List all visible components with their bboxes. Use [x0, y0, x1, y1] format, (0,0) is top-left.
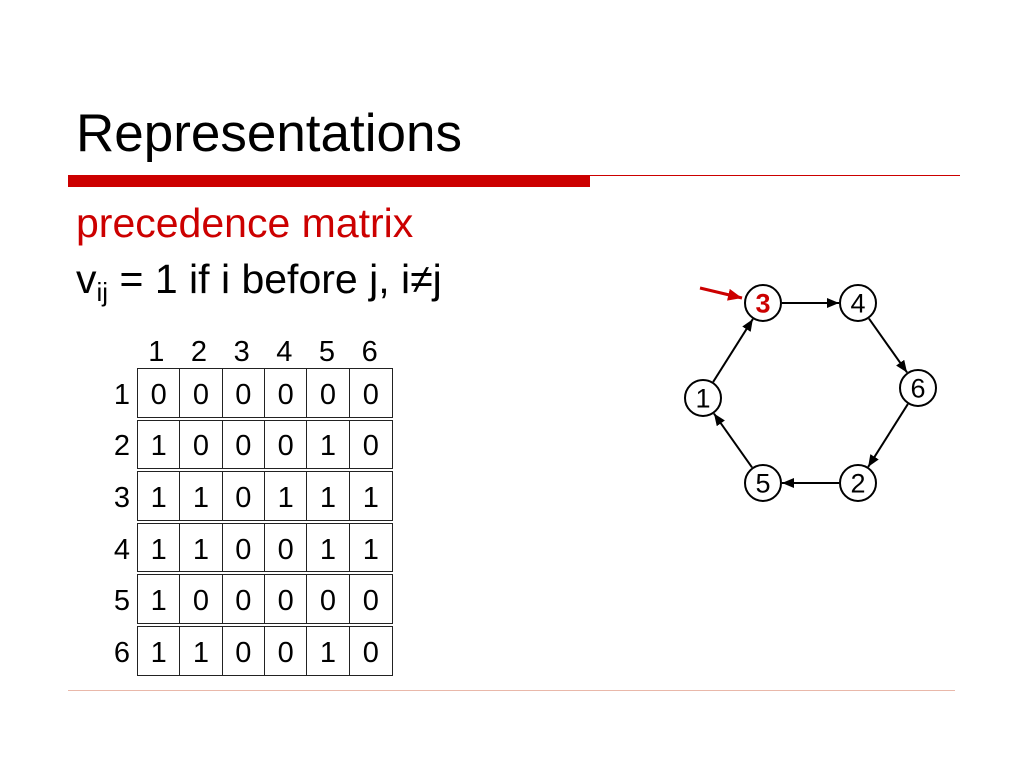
matrix-cell: 1: [307, 420, 350, 469]
matrix-cell: 1: [307, 472, 350, 520]
matrix-cell: 0: [138, 369, 181, 417]
matrix-cell: 0: [223, 472, 265, 520]
matrix-cell: 0: [307, 369, 350, 417]
matrix-cell: 1: [362, 533, 379, 566]
matrix-row: 1 0 0 0 0 0: [137, 574, 393, 624]
matrix-cell: 1: [307, 523, 350, 572]
matrix-cell: 0: [180, 420, 223, 469]
matrix-cell: 0: [362, 378, 379, 411]
title-underline-rule: [590, 175, 960, 176]
node-label: 3: [755, 289, 770, 319]
graph-node: 5: [744, 464, 782, 502]
matrix-column-header: 4: [276, 336, 293, 368]
matrix-column-headers: 1 2 3 4 5 6: [135, 334, 391, 370]
matrix-cell: 1: [138, 626, 181, 675]
matrix-cell: 0: [180, 369, 223, 417]
matrix-cell: 0: [265, 420, 308, 469]
node-circle: [744, 464, 782, 502]
graph-node: 1: [684, 379, 722, 417]
matrix-row: 0 0 0 0 0 0: [137, 368, 393, 418]
matrix-column-header: 2: [190, 336, 208, 368]
graph-node: 4: [839, 284, 877, 322]
matrix-cell: 0: [307, 575, 350, 623]
matrix-column-header: 3: [233, 336, 250, 368]
matrix-cell: 0: [265, 523, 308, 572]
matrix-column-header: 6: [361, 336, 378, 368]
node-label: 6: [910, 374, 925, 404]
matrix-row-header: 5: [113, 585, 130, 618]
precedence-matrix: 0 0 0 0 0 0 1 0 0 0 1 0 1 1 0 1 1 1 1 1 …: [137, 368, 393, 676]
edge-arrow: [868, 317, 908, 374]
matrix-cell: 1: [138, 472, 181, 520]
matrix-cell: 0: [362, 585, 379, 618]
node-circle: [839, 464, 877, 502]
title-underline-bar: [68, 175, 590, 187]
node-circle: [899, 369, 937, 407]
graph-node: 2: [839, 464, 877, 502]
matrix-cell: 0: [223, 523, 265, 572]
matrix-cell: 0: [223, 575, 265, 623]
matrix-cell: 0: [265, 575, 308, 623]
matrix-cell: 1: [138, 523, 181, 572]
matrix-cell: 0: [223, 626, 265, 675]
matrix-cell: 0: [180, 575, 223, 623]
graph-node: 3: [744, 284, 782, 322]
node-label: 1: [695, 384, 710, 414]
node-circle: [684, 379, 722, 417]
node-label: 2: [850, 469, 865, 499]
graph-node: 6: [899, 369, 937, 407]
matrix-cell: 1: [180, 626, 223, 675]
matrix-column-header: 1: [148, 336, 165, 368]
matrix-cell: 0: [362, 430, 379, 463]
precedence-graph: 3 4 6 1 5 2: [684, 284, 937, 502]
node-label: 5: [755, 469, 770, 499]
matrix-row-header: 3: [113, 481, 130, 514]
matrix-row-header: 2: [113, 430, 130, 463]
matrix-cell: 1: [265, 472, 308, 520]
edge-arrow: [867, 403, 909, 468]
definition-variable: v: [76, 256, 97, 302]
edge-arrow: [712, 318, 754, 383]
node-circle: [744, 284, 782, 322]
node-label: 4: [850, 289, 865, 319]
definition-subscript: ij: [96, 277, 109, 307]
matrix-cell: 1: [180, 523, 223, 572]
matrix-row: 1 1 0 0 1 0: [137, 625, 393, 676]
matrix-row-headers: 1 2 3 4 5 6: [100, 368, 130, 676]
matrix-row: 1 1 0 1 1 1: [137, 471, 393, 521]
matrix-cell: 1: [138, 575, 181, 623]
matrix-cell: 1: [138, 420, 181, 469]
matrix-cell: 1: [362, 481, 379, 514]
slide-title: Representations: [76, 104, 462, 163]
matrix-column-header: 5: [318, 336, 336, 368]
matrix-cell: 0: [223, 369, 265, 417]
matrix-row-header: 6: [113, 636, 130, 669]
node-circle: [839, 284, 877, 322]
definition-line: vij = 1 if i before j, i≠j: [76, 259, 442, 313]
matrix-cell: 0: [223, 420, 265, 469]
edge-layer: [712, 298, 909, 488]
edge-arrow: [713, 412, 753, 469]
matrix-cell: 0: [362, 636, 379, 669]
matrix-row-header: 4: [113, 533, 130, 566]
matrix-row: 1 1 0 0 1 1: [137, 522, 393, 573]
matrix-cell: 0: [265, 626, 308, 675]
matrix-row-header: 1: [113, 378, 130, 411]
definition-text: = 1 if i before j, i≠j: [119, 256, 442, 302]
pointer-arrow: [699, 286, 743, 301]
precedence-matrix-heading: precedence matrix: [76, 200, 414, 246]
footer-rule: [68, 690, 955, 691]
matrix-cell: 1: [307, 626, 350, 675]
matrix-row: 1 0 0 0 1 0: [137, 419, 393, 470]
matrix-cell: 0: [265, 369, 308, 417]
matrix-cell: 1: [180, 472, 223, 520]
